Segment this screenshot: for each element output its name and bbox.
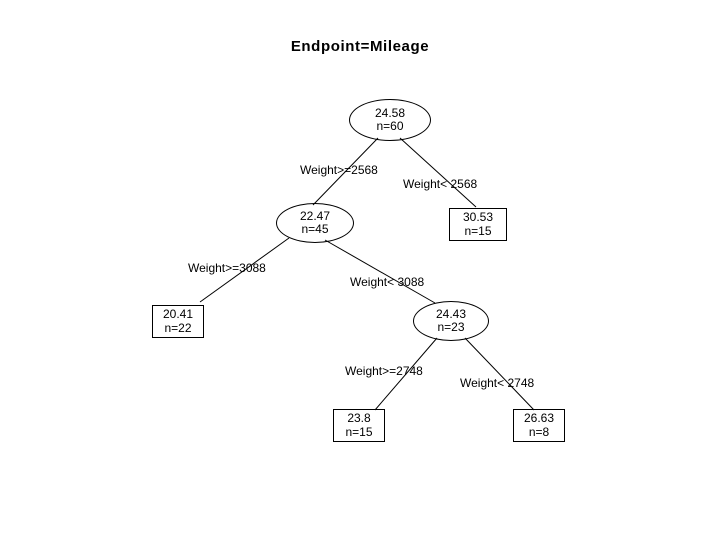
tree-leaf-n6[interactable]: 26.63 n=8	[513, 409, 565, 442]
edge-n4-left	[374, 337, 438, 411]
node-count: n=15	[345, 424, 373, 439]
tree-node-root[interactable]: 24.58 n=60	[349, 99, 431, 141]
edge-n4-right	[464, 337, 535, 411]
edge-label-n1-right: Weight< 3088	[350, 275, 425, 289]
node-value: 24.43	[435, 306, 467, 321]
edge-root-left	[312, 137, 379, 206]
edge-n1-left	[199, 237, 290, 303]
node-count: n=23	[437, 320, 465, 334]
edge-label-n4-left: Weight>=2748	[345, 364, 423, 378]
tree-leaf-n2[interactable]: 30.53 n=15	[449, 208, 507, 241]
page-title: Endpoint=Mileage	[290, 38, 430, 55]
tree-leaf-n5[interactable]: 23.8 n=15	[333, 409, 385, 442]
edge-label-root-right: Weight< 2568	[403, 177, 478, 191]
tree-leaf-n3[interactable]: 20.41 n=22	[152, 305, 204, 338]
node-value: 20.41	[162, 307, 194, 322]
edge-label-n4-right: Weight< 2748	[460, 376, 535, 390]
node-value: 24.58	[374, 105, 406, 120]
node-count: n=15	[464, 223, 492, 238]
node-value: 30.53	[462, 210, 494, 225]
edge-n1-right	[324, 239, 436, 304]
tree-node-n4[interactable]: 24.43 n=23	[413, 301, 489, 341]
node-value: 22.47	[299, 208, 331, 223]
node-count: n=60	[376, 119, 404, 133]
edge-root-right	[399, 137, 477, 208]
edge-label-n1-left: Weight>=3088	[188, 261, 266, 275]
node-count: n=22	[164, 320, 192, 335]
node-value: 23.8	[347, 411, 371, 426]
edge-label-root-left: Weight>=2568	[300, 163, 378, 177]
node-count: n=8	[528, 424, 550, 439]
tree-node-n1[interactable]: 22.47 n=45	[276, 203, 354, 243]
node-value: 26.63	[523, 411, 555, 426]
node-count: n=45	[301, 222, 329, 236]
